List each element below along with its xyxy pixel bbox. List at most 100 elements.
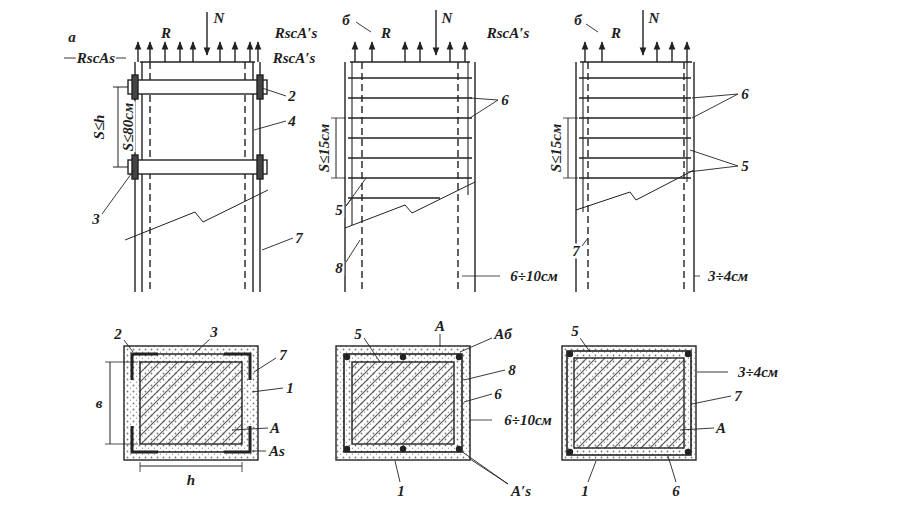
drawing-part (102, 170, 134, 214)
callout-number: 7 (294, 231, 304, 246)
stirrups (579, 78, 691, 178)
drawing-part (164, 42, 165, 62)
dimension-tick (331, 118, 346, 119)
dimension-tick (331, 178, 346, 179)
dimension-line (462, 276, 500, 277)
drawing-part (404, 42, 405, 62)
dimension-label: 3÷4см (707, 269, 749, 284)
axial-force-arrow (642, 10, 643, 55)
panel-letter: б (573, 13, 583, 28)
leader-lines (364, 334, 508, 484)
drawing-part (124, 340, 133, 352)
dimension-label: S≤h (92, 114, 107, 141)
force-label: RscA′s (274, 26, 319, 41)
drawing-part (582, 238, 588, 246)
bolt (132, 75, 138, 99)
dimension-tick (113, 87, 128, 88)
drawing-part (348, 117, 472, 118)
dimension-tick (563, 178, 578, 179)
stirrups (348, 78, 472, 198)
dimension-line (110, 362, 111, 444)
drawing-part (457, 447, 462, 452)
load-line (350, 61, 470, 62)
dimension-line (118, 87, 119, 167)
callout-number: 8 (507, 363, 517, 378)
callout-number: 2 (113, 327, 123, 342)
dimension-tick (242, 462, 243, 472)
longitudinal-bar (351, 62, 352, 225)
axial-force-arrow (435, 10, 436, 55)
break-line (125, 190, 268, 240)
dimension-label: S≤15см (549, 123, 564, 174)
drawing-part (460, 338, 492, 352)
force-label: N (213, 11, 226, 26)
callout-number: 2 (287, 89, 297, 104)
dimension-label: S≤80см (121, 102, 136, 153)
drawing-part (588, 461, 596, 482)
drawing-part (470, 98, 498, 100)
callout-number: 6 (500, 93, 510, 108)
drawing-part (579, 77, 691, 78)
drawing-part (688, 166, 738, 172)
longitudinal-bar (467, 62, 468, 195)
drawing-part (252, 451, 266, 452)
drawing-part (449, 42, 450, 62)
column-section (140, 362, 242, 444)
load-line (580, 61, 692, 62)
area-label: A′s (510, 484, 532, 499)
panel-b-elevation (331, 10, 500, 292)
drawing-part (262, 88, 286, 96)
dimension-label: 3÷4см (737, 365, 779, 380)
jacket-face (474, 62, 475, 292)
panel-c-elevation (563, 10, 738, 292)
column-edge (244, 62, 245, 292)
drawing-part (686, 352, 691, 357)
column-edge (457, 62, 458, 292)
dimension-tick (105, 362, 138, 363)
panel-a-plan (105, 339, 283, 472)
callout-number: 1 (396, 484, 406, 499)
panel-b-plan (336, 334, 508, 484)
drawing-part (584, 42, 585, 62)
drawing-part (579, 157, 691, 158)
drawing-part (579, 177, 691, 178)
bolt (132, 155, 138, 179)
callout-number: 5 (353, 327, 363, 342)
drawing-part (364, 338, 380, 362)
callout-number: 6 (740, 87, 750, 102)
drawing-part (348, 77, 472, 78)
concrete-jacket (562, 346, 696, 460)
drawing-part (568, 352, 573, 357)
force-label: RscA′s (272, 51, 317, 66)
drawing-part (179, 42, 180, 62)
reaction-arrows (585, 42, 687, 62)
drawing-part (464, 370, 505, 380)
callout-number: 6 (493, 387, 503, 402)
drawing-part (348, 137, 472, 138)
leader-lines (580, 338, 731, 482)
drawing-part (345, 355, 350, 360)
callout-number: 3 (209, 325, 219, 340)
area-label: A (434, 319, 446, 334)
callout-number: 5 (570, 324, 580, 339)
drawing-part (137, 42, 138, 62)
break-line (576, 170, 694, 210)
longitudinal-bar (686, 62, 687, 182)
dimension-tick (140, 462, 141, 472)
force-label: N (648, 11, 661, 26)
reaction-arrows (355, 42, 465, 62)
callout-number: 8 (334, 261, 344, 276)
drawing-part (686, 42, 687, 62)
drawing-part (586, 24, 598, 32)
dimension-label: S≤15см (317, 123, 332, 174)
drawing-part (401, 447, 406, 452)
drawing-part (346, 240, 360, 262)
callout-number: 1 (285, 381, 295, 396)
dimension-label: в (95, 396, 104, 411)
column-edge (587, 62, 588, 292)
drawing-part (656, 42, 657, 62)
reaction-arrows (138, 42, 258, 62)
callout-number: 7 (278, 348, 288, 363)
